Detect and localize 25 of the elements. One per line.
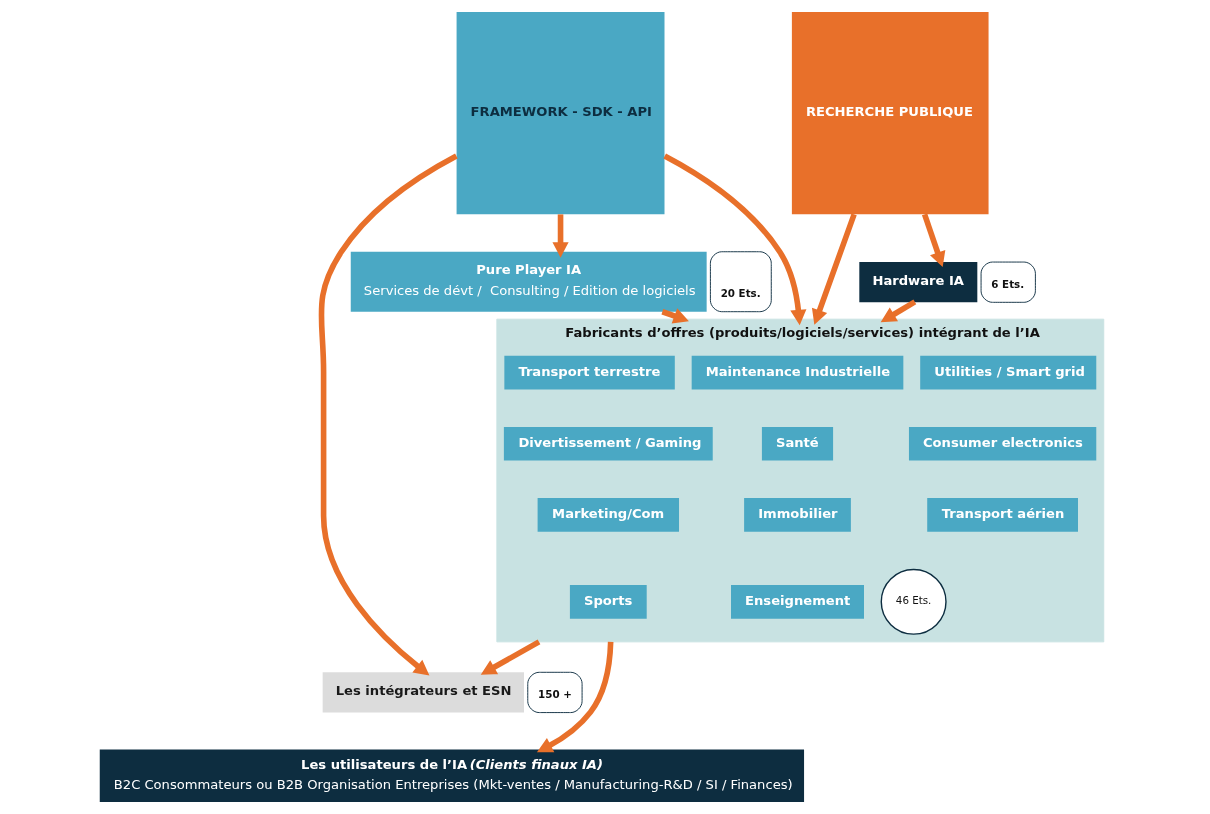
- node-box: Enseignement: [730, 584, 864, 619]
- arrow: [921, 213, 945, 268]
- node-label: 150 +: [537, 688, 572, 701]
- node-box: Les utilisateurs de l’IA (Clients finaux IA) B2C Consommateurs ou B2B Organisation Entreprises (Mkt-ventes / Manufacturing-R&D / SI / Finances): [99, 749, 804, 802]
- node-box: Transport terrestre: [503, 355, 675, 390]
- node-box: Sports: [569, 584, 647, 619]
- arrow: [880, 299, 916, 323]
- node-box: Consumer electronics: [908, 426, 1096, 461]
- node-box: RECHERCHE PUBLIQUE: [791, 12, 989, 215]
- node-label: 6 Ets.: [990, 278, 1024, 291]
- arrow: [536, 641, 613, 753]
- node-box: Santé: [761, 426, 833, 461]
- node-label: 20 Ets.: [720, 287, 761, 300]
- node-box: Maintenance Industrielle: [691, 355, 903, 390]
- node-label: 46 Ets.: [895, 594, 931, 607]
- arrow: [551, 214, 569, 258]
- node-box: Utilities / Smart grid: [919, 355, 1096, 390]
- arrow: [811, 213, 857, 325]
- node-box: Transport aérien: [926, 498, 1078, 532]
- arrow: [318, 153, 458, 676]
- node-box: Immobilier: [743, 498, 851, 532]
- node-box: Marketing/Com: [537, 498, 679, 532]
- node-box: Divertissement / Gaming: [503, 426, 713, 461]
- node-box: FRAMEWORK - SDK - API: [456, 12, 664, 215]
- arrow: [480, 639, 540, 675]
